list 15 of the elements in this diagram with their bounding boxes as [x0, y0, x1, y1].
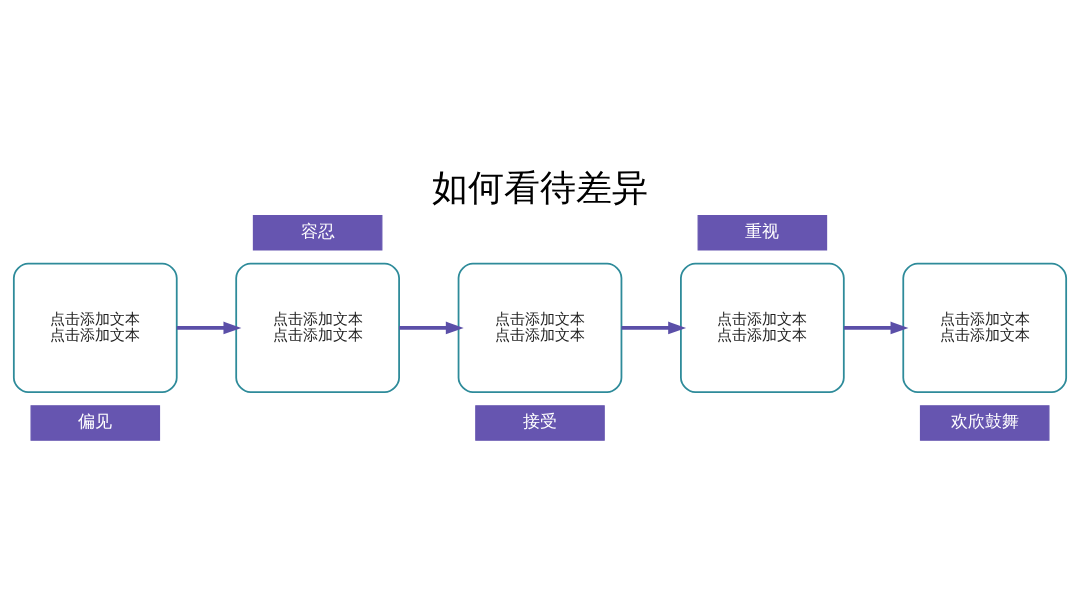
node-box: 重视 [697, 214, 828, 251]
node-box: 偏见 [30, 405, 161, 441]
arrow [843, 321, 909, 335]
node-box: 欢欣鼓舞 [919, 405, 1050, 441]
node-box: 容忍 [252, 214, 383, 251]
node-box: 接受 [475, 405, 605, 441]
node-box: 点击添加文本 点击添加文本 [457, 262, 623, 393]
node-box: 点击添加文本 点击添加文本 [235, 262, 400, 393]
node-box: 点击添加文本 点击添加文本 [902, 262, 1068, 393]
arrow [399, 321, 464, 335]
node-box: 点击添加文本 点击添加文本 [680, 262, 845, 393]
diagram-title: 如何看待差异 [432, 167, 648, 209]
arrow [621, 321, 687, 335]
node-box: 点击添加文本 点击添加文本 [12, 262, 178, 393]
arrow [176, 321, 242, 335]
